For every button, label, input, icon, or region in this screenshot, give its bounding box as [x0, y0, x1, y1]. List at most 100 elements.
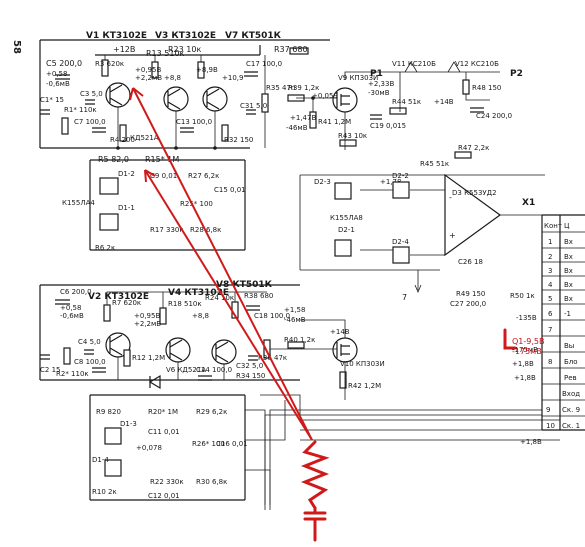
component-label: R10 2к	[92, 488, 117, 496]
component-label: R15* 1М	[145, 155, 179, 164]
pin-label: Бло	[564, 358, 578, 366]
component-label: P1	[370, 69, 383, 79]
capacitor	[248, 355, 258, 361]
top-channel: V1 КТ3102Е V3 КТ3102Е V7 КТ501К	[39, 31, 523, 186]
transistor-v3	[163, 86, 189, 112]
pin-number: 7	[548, 326, 552, 334]
resistor	[454, 151, 472, 159]
connector-header: Конт	[544, 222, 562, 230]
red-label: -175мВ	[512, 347, 542, 356]
transistor-v2-label: V2 КТ3102Е	[88, 292, 149, 302]
component-label: R12 1,2М	[132, 354, 165, 362]
component-label: V12 КС210Б	[455, 60, 499, 68]
component-label: V9 КП303И	[338, 74, 378, 82]
component-label: -46мВ	[284, 316, 306, 324]
component-label: +1,58	[284, 306, 305, 314]
pin-label: Ск. 9	[562, 406, 580, 414]
svg-text:+: +	[449, 231, 456, 240]
component-label: +0,58	[60, 304, 81, 312]
component-label: C15 0,01	[214, 186, 246, 194]
capacitor	[198, 375, 212, 381]
component-label: +8,8	[164, 74, 181, 82]
component-label: R48 150	[472, 84, 501, 92]
component-label: КД521А	[130, 134, 159, 142]
component-label: C12 0,01	[148, 492, 180, 500]
component-label: +14В	[434, 98, 454, 106]
pin-label: -1	[564, 310, 571, 318]
pin-number: 9	[546, 406, 550, 414]
pin-voltage: +1,8В	[512, 360, 534, 368]
component-label: К155ЛА4	[62, 199, 95, 207]
transistor-v1-label: V1 КТ3102Е	[86, 31, 147, 41]
pin-label: Вх	[564, 238, 573, 246]
logic-gate	[392, 246, 410, 264]
transistor-v1	[105, 82, 131, 108]
component-label: R25* 100	[180, 200, 213, 208]
red-resistor-zigzag	[300, 440, 330, 510]
component-label: R37 680	[274, 45, 308, 54]
component-label: V11 КС210Б	[392, 60, 436, 68]
component-label: +8,8	[192, 312, 209, 320]
component-label: +0,95В	[135, 66, 161, 74]
pin-label: Вх	[564, 281, 573, 289]
pin-voltage: -175мВ	[512, 346, 538, 354]
component-label: -0,6мВ	[46, 80, 70, 88]
capacitor	[55, 74, 70, 80]
red-capacitor	[303, 506, 327, 542]
component-label: R4 200	[110, 136, 135, 144]
resistor	[389, 107, 407, 115]
pin-number: 4	[548, 281, 553, 289]
resistor	[221, 124, 229, 142]
component-label: R39 1,2к	[288, 84, 319, 92]
component-label: D2-2	[392, 172, 409, 180]
component-label: -0,6мВ	[60, 312, 84, 320]
component-label: C1* 15	[40, 96, 64, 104]
page-number: 58	[11, 40, 22, 54]
pin-number: 10	[546, 422, 555, 430]
component-label: R2* 110к	[56, 370, 89, 378]
component-label: R27 6,2к	[188, 172, 219, 180]
component-label: R29 6,2к	[196, 408, 227, 416]
pin-voltage: +1,8В	[520, 438, 542, 446]
component-label: R22 330к	[150, 478, 184, 486]
component-label: +2,2мВ	[135, 74, 162, 82]
component-label: +1,47В	[290, 114, 316, 122]
component-label: R41 1,2М	[318, 118, 351, 126]
capacitor	[55, 299, 70, 305]
capacitor	[246, 305, 260, 311]
component-label: R26* 100	[192, 440, 225, 448]
capacitor	[92, 127, 106, 133]
logic-gate	[104, 459, 122, 477]
red-arrow-1	[132, 87, 313, 441]
component-label: R34 150	[236, 372, 265, 380]
resistor	[103, 304, 111, 322]
component-label: +12В	[113, 45, 135, 54]
component-label: C14 100,0	[196, 366, 232, 374]
component-label: R38 680	[244, 292, 273, 300]
component-label: R5 82,0	[98, 155, 129, 164]
component-label: D1-2	[118, 170, 135, 178]
component-label: C5 200,0	[46, 59, 82, 68]
component-label: D1-1	[118, 204, 135, 212]
component-label: R20* 1М	[148, 408, 178, 416]
resistor	[462, 79, 470, 95]
component-label: R1* 110к	[64, 106, 97, 114]
logic-gate	[99, 213, 119, 231]
component-label: R7 620к	[112, 299, 141, 307]
component-label: R50 1к	[510, 292, 535, 300]
pin-label: Вы	[564, 342, 574, 350]
resistor	[289, 47, 309, 55]
component-label: +8,9В	[196, 66, 218, 74]
component-label: P2	[510, 69, 523, 79]
component-label: R43 10к	[338, 132, 367, 140]
component-label: +0,059	[312, 92, 338, 100]
component-label: C11 0,01	[148, 428, 180, 436]
component-label: R35 47п	[266, 84, 295, 92]
pin-label: Вх	[564, 253, 573, 261]
red-arrow-2	[144, 169, 313, 441]
component-label: C13 100,0	[176, 118, 212, 126]
capacitor	[246, 109, 256, 115]
transistor-v4-label: V4 КТ3102Е	[168, 288, 229, 298]
connector-x1: X1 Конт 1 2 3 4 5 6 7 8 9 10 Вх Ц Вх Вх …	[264, 198, 585, 510]
component-label: +1,78	[380, 178, 401, 186]
